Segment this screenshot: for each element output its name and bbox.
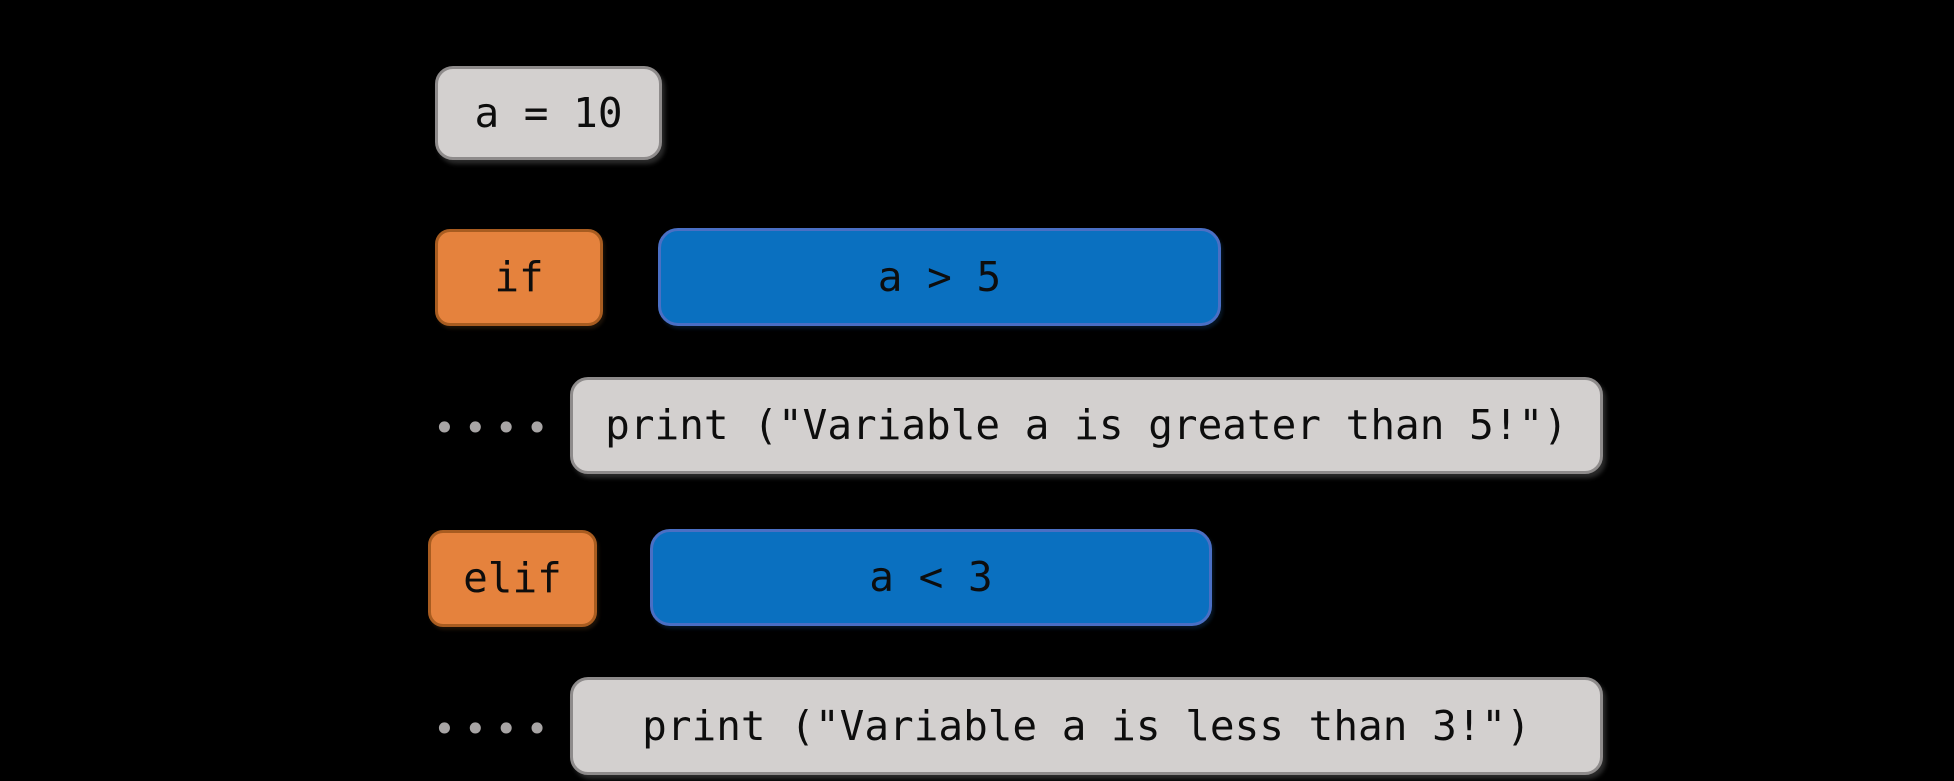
elif-body-print-block: print ("Variable a is less than 3!") [570,677,1603,775]
indent-dots-if-body: •••• [433,406,557,450]
assignment-statement-block: a = 10 [435,66,662,160]
if-body-print-block: print ("Variable a is greater than 5!") [570,377,1603,474]
elif-condition-block: a < 3 [650,529,1212,626]
indent-dots-elif-body: •••• [433,707,557,751]
if-keyword-block: if [435,229,603,326]
elif-keyword-block: elif [428,530,597,627]
if-condition-block: a > 5 [658,228,1221,326]
